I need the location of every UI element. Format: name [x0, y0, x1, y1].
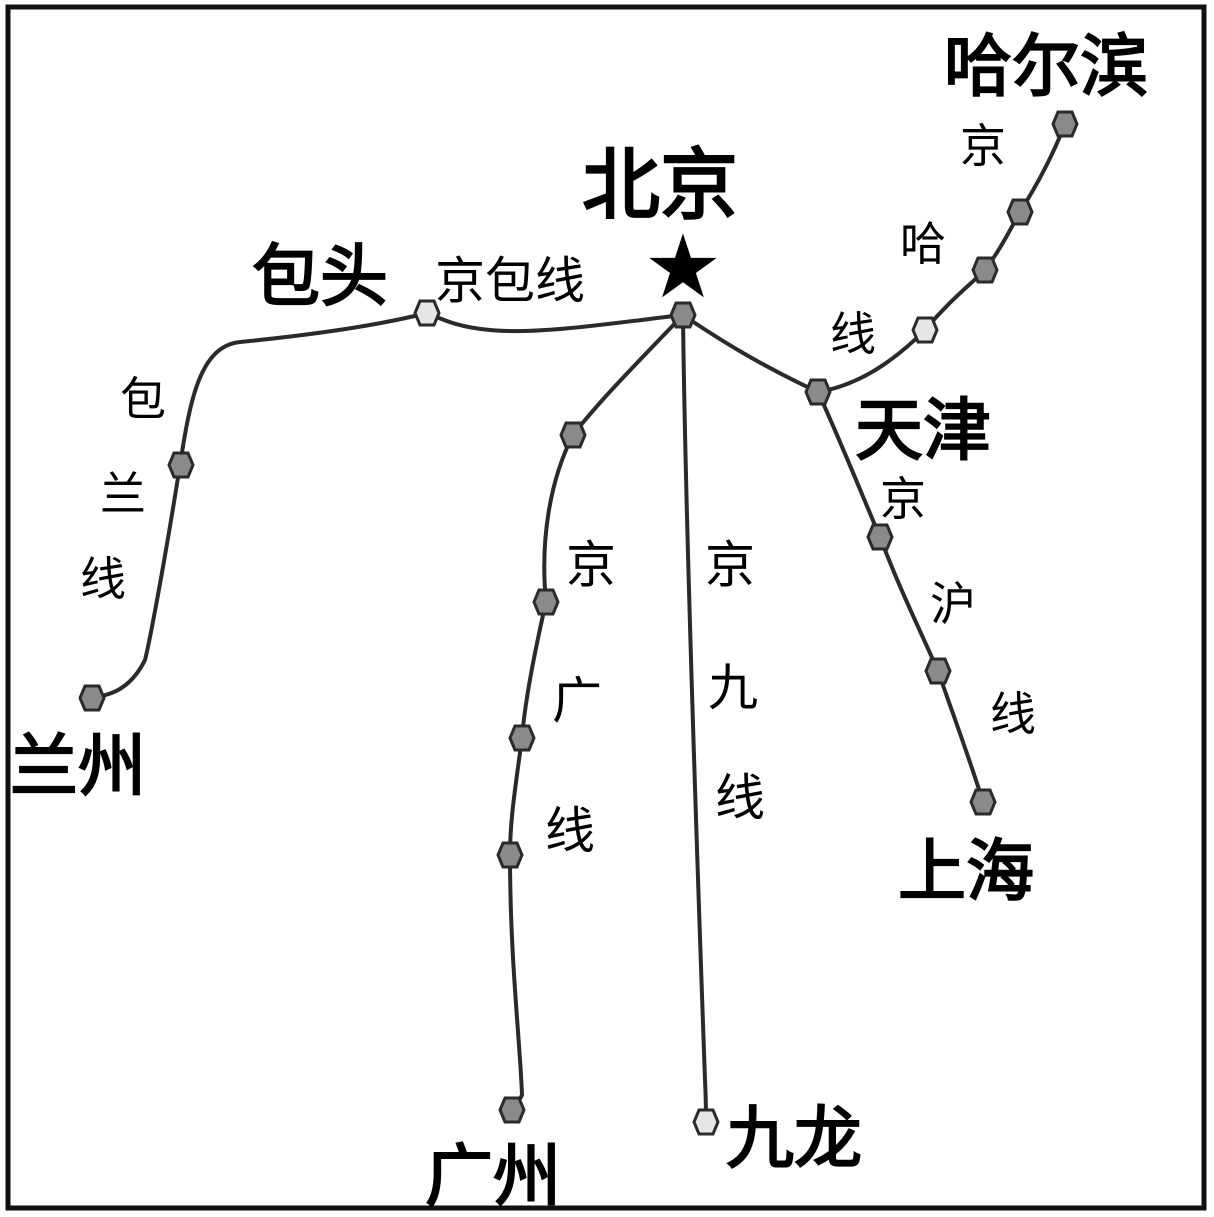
station-jingguang-3 [508, 724, 536, 752]
station-jingha-2 [971, 256, 999, 284]
city-label-beijing: 北京 [582, 141, 738, 231]
line-label-jinghu-3: 线 [990, 687, 1036, 741]
station-baolan-mid [167, 451, 195, 479]
line-label-jingjiu-1: 京 [705, 536, 755, 594]
station-jinghu-1 [866, 523, 894, 551]
city-label-shanghai: 上海 [898, 833, 1034, 912]
station-tianjin [804, 378, 832, 406]
line-label-jingguang-3: 线 [545, 802, 595, 860]
station-jingguang-2 [532, 588, 560, 616]
station-guangzhou [498, 1096, 526, 1124]
line-label-baolan-3: 线 [80, 552, 126, 606]
line-label-jingha-2: 哈 [900, 217, 946, 271]
station-lanzhou [78, 684, 106, 712]
station-jiulong [692, 1108, 720, 1136]
station-jingha-3 [1006, 198, 1034, 226]
line-label-jingguang-1: 京 [566, 536, 616, 594]
city-label-guangzhou: 广州 [425, 1138, 561, 1217]
line-label-jingguang-2: 广 [552, 672, 602, 730]
line-label-jinghu-1: 京 [880, 472, 926, 526]
city-label-baotou: 包头 [252, 238, 388, 317]
city-label-jiulong: 九龙 [726, 1100, 862, 1179]
station-baotou [413, 299, 441, 327]
line-label-jingbao: 京包线 [435, 252, 585, 310]
rail-jinghu [816, 390, 985, 804]
city-label-tianjin: 天津 [855, 392, 991, 471]
station-jingha-1 [911, 316, 939, 344]
line-label-jingjiu-3: 线 [715, 769, 765, 827]
map-frame [5, 4, 1207, 1211]
capital-star-icon: ★ [644, 215, 723, 318]
line-label-baolan-2: 兰 [100, 467, 146, 521]
rail-jingbao [425, 311, 685, 334]
station-jingguang-4 [496, 841, 524, 869]
station-shanghai [969, 788, 997, 816]
station-jinghu-2 [924, 657, 952, 685]
city-label-harbin: 哈尔滨 [944, 28, 1148, 107]
station-harbin [1051, 110, 1079, 138]
station-jingguang-1 [559, 421, 587, 449]
rail-jingjin [681, 313, 820, 394]
line-label-jingjiu-2: 九 [708, 659, 758, 717]
city-label-lanzhou: 兰州 [10, 728, 146, 807]
line-label-jingha-3: 线 [830, 307, 876, 361]
rail-jingjiu [681, 313, 708, 1124]
line-label-baolan-1: 包 [120, 372, 166, 426]
stations [78, 110, 1079, 1136]
station-beijing [669, 301, 697, 329]
line-label-jinghu-2: 沪 [930, 577, 976, 631]
line-label-jingha-1: 京 [960, 119, 1006, 173]
